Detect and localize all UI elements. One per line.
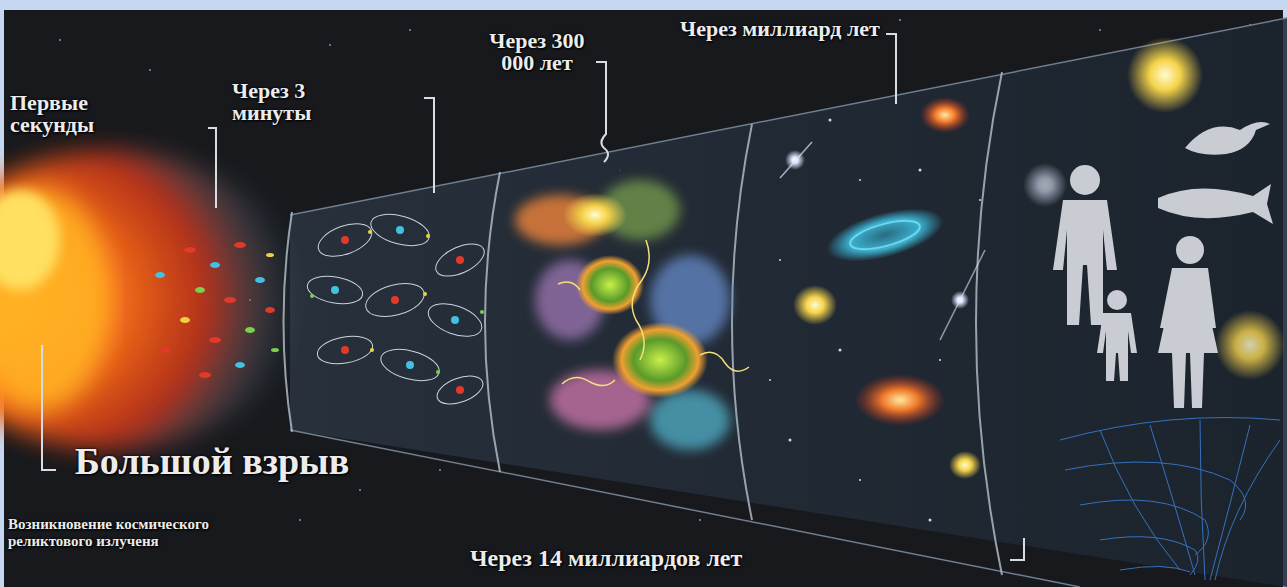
stage-label: Через 3 минуты [232,80,367,124]
stage-label: Через 14 миллиардов лет [470,546,1010,570]
stage-label: Через миллиард лет [680,18,880,40]
note-label: Возникновение космического реликтового и… [8,516,218,551]
title-label: Большой взрыв [62,442,362,480]
stage-label: Первые секунды [10,92,130,136]
stage-label: Через 300 000 лет [482,30,592,74]
